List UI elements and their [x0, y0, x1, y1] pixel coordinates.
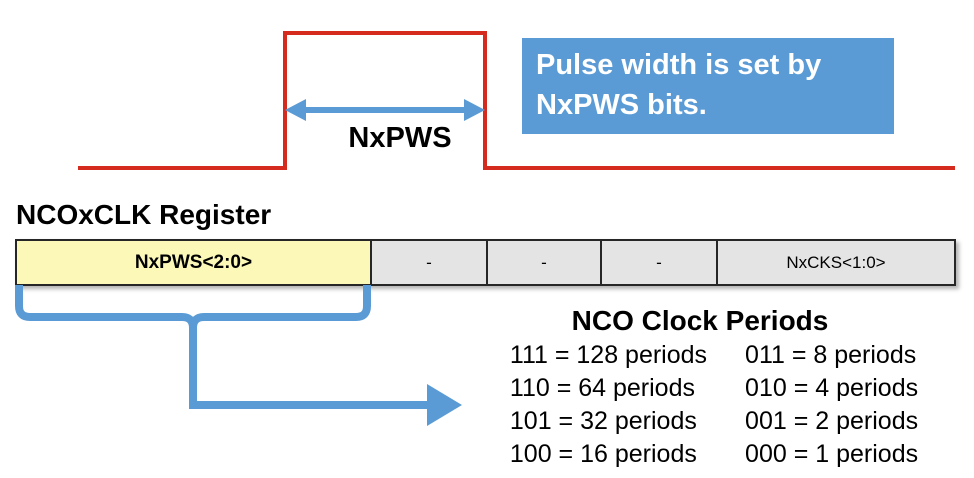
period-entry: 101 = 32 periods	[509, 407, 697, 435]
nco-clock-periods-block: NCO Clock Periods 111 = 128 periods 110 …	[430, 305, 970, 471]
waveform-diagram	[78, 31, 955, 170]
register-cell-reserved-1[interactable]: -	[370, 241, 486, 284]
periods-title: NCO Clock Periods	[571, 305, 829, 336]
connector-arrowhead	[427, 384, 462, 426]
register-cell-nxcks[interactable]: NxCKS<1:0>	[716, 241, 954, 284]
period-entry: 100 = 16 periods	[509, 440, 697, 468]
brace-path	[15, 285, 371, 332]
period-entry: 011 = 8 periods	[745, 341, 917, 369]
period-entry: 110 = 64 periods	[509, 374, 695, 402]
register-title: NCOxCLK Register	[16, 199, 272, 230]
callout-box: Pulse width is set by NxPWS bits.	[522, 38, 894, 134]
period-entry: 111 = 128 periods	[509, 341, 708, 369]
periods-right-column: 011 = 8 periods 010 = 4 periods 001 = 2 …	[745, 339, 918, 471]
period-entry: 010 = 4 periods	[745, 374, 919, 402]
register-cell-nxpws[interactable]: NxPWS<2:0>	[17, 241, 370, 284]
callout-line-1: Pulse width is set by	[536, 49, 822, 81]
pulse-trace	[78, 31, 955, 170]
register-cell-reserved-3[interactable]: -	[600, 241, 716, 284]
pulse-width-label: NxPWS	[348, 122, 452, 154]
brace-arrow-connector	[15, 285, 462, 426]
callout-line-2: NxPWS bits.	[536, 89, 707, 121]
register-bitfield-row: NxPWS<2:0> - - - NxCKS<1:0>	[15, 239, 956, 286]
pulse-width-arrow	[285, 99, 485, 121]
periods-left-column: 111 = 128 periods 110 = 64 periods 101 =…	[510, 339, 707, 471]
periods-columns: 111 = 128 periods 110 = 64 periods 101 =…	[430, 339, 970, 471]
period-entry: 001 = 2 periods	[745, 407, 919, 435]
period-entry: 000 = 1 periods	[745, 440, 919, 468]
connector-stem	[189, 325, 440, 409]
register-cell-reserved-2[interactable]: -	[486, 241, 600, 284]
